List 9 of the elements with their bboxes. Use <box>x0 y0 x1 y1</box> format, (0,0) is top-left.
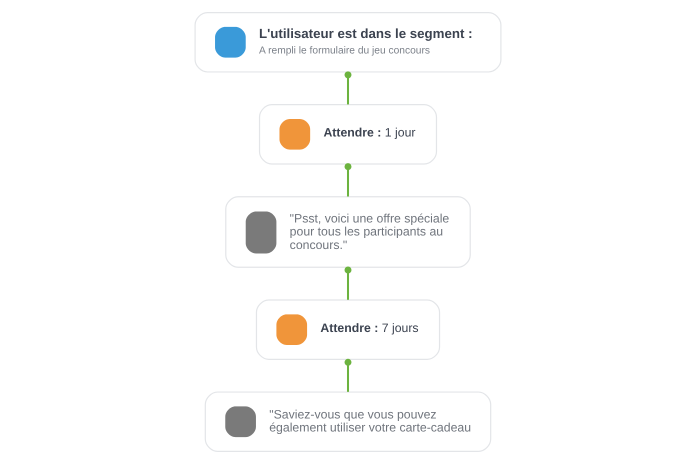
node-box: Attendre : 7 jours <box>256 299 440 360</box>
connector <box>344 163 352 196</box>
node-box: Attendre : 1 jour <box>258 104 438 165</box>
connector <box>344 71 352 104</box>
node-box: L'utilisateur est dans le segment : A rempli le formulaire du jeu concours <box>194 12 502 73</box>
node-box: "Psst, voici une offre spéciale pour tous les participants au concours." <box>225 196 471 268</box>
connector <box>344 358 352 392</box>
connector <box>344 266 352 300</box>
node-box: "Saviez-vous que vous pouvez également utiliser votre carte-cadeau <box>204 391 492 452</box>
